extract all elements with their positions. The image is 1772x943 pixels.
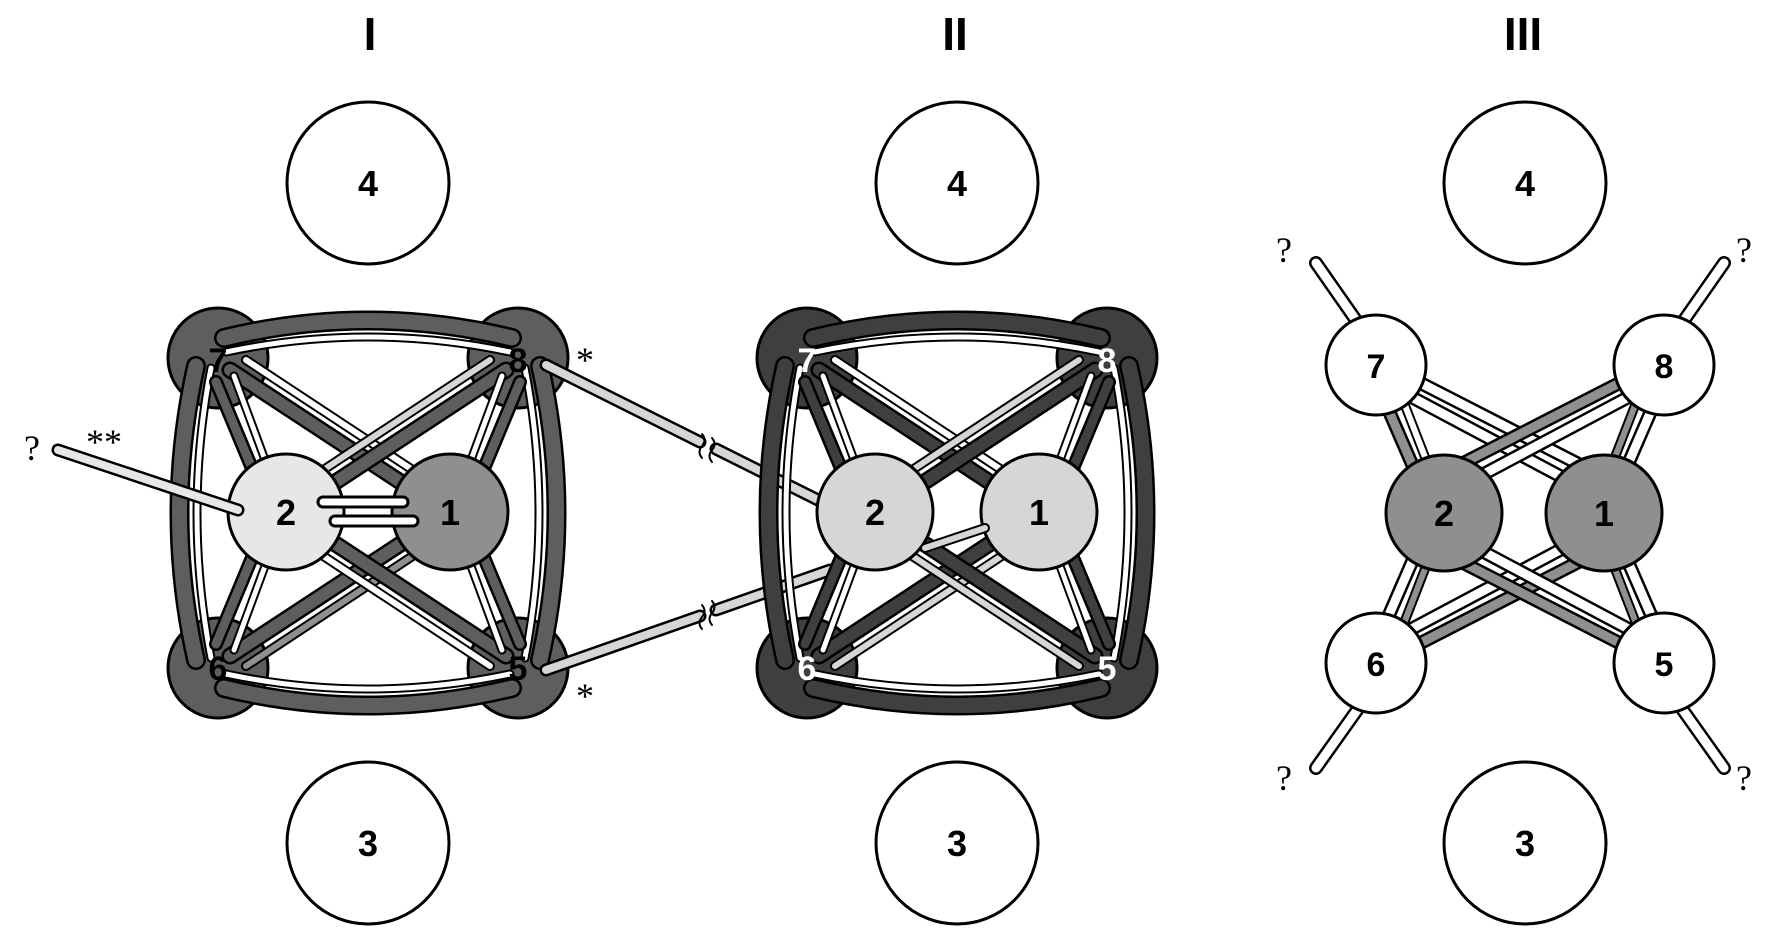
panel-title-2: II — [942, 8, 968, 60]
panel-2-circle-4: 4 — [874, 100, 1040, 266]
panel-title-3: III — [1504, 8, 1542, 60]
svg-text:3: 3 — [1515, 823, 1535, 864]
panel-2-label-5: 5 — [1098, 650, 1117, 688]
panel-2-label-1: 1 — [1029, 492, 1049, 533]
panel-3-label-1: 1 — [1594, 493, 1614, 534]
svg-text:4: 4 — [1515, 163, 1535, 204]
panel-3-node-7 — [1324, 313, 1428, 417]
svg-text:4: 4 — [947, 163, 967, 204]
panel-title-1: I — [364, 8, 377, 60]
panel-2-network: 7 8 6 5 2 1 — [755, 306, 1159, 720]
panel-1-circle-3: 3 — [285, 760, 451, 926]
panel-1-label-8: 8 — [509, 342, 528, 380]
panel-3-node-2 — [1384, 453, 1504, 573]
panel-3-node-6 — [1324, 611, 1428, 715]
panel-1-label-5: 5 — [509, 650, 528, 688]
panel-3-label-6: 6 — [1367, 646, 1386, 684]
panel-1-asterisk-bottom: * — [576, 676, 594, 716]
panel-3-question-br: ? — [1736, 758, 1752, 798]
panel-3-circle-4: 4 — [1442, 100, 1608, 266]
svg-text:3: 3 — [358, 823, 378, 864]
panel-1-circle-4: 4 — [285, 100, 451, 266]
panel-2-node-2 — [815, 452, 935, 572]
svg-text:4: 4 — [358, 163, 378, 204]
panel-2-circle-3: 3 — [874, 760, 1040, 926]
panel-3-node-8 — [1612, 313, 1716, 417]
panel-1-label-6: 6 — [209, 650, 228, 688]
panel-3-label-5: 5 — [1655, 646, 1674, 684]
panel-1-node-1 — [390, 452, 510, 572]
panel-1-double-asterisk: ** — [86, 422, 122, 462]
panel-3-question-bl: ? — [1276, 758, 1292, 798]
panel-3-question-tr: ? — [1736, 230, 1752, 270]
panel-1-stray-rod — [51, 443, 245, 517]
panel-3-label-7: 7 — [1367, 348, 1386, 386]
panel-3-label-8: 8 — [1655, 348, 1674, 386]
panel-1-label-2: 2 — [276, 492, 296, 533]
panel-1-network: 7 8 6 5 2 1 — [166, 306, 570, 720]
panel-3-node-1 — [1544, 453, 1664, 573]
panel-2-label-8: 8 — [1098, 342, 1117, 380]
panel-3-node-5 — [1612, 611, 1716, 715]
panel-1-question-mark: ? — [24, 428, 40, 468]
panel-1-label-7: 7 — [209, 342, 228, 380]
panel-2-label-7: 7 — [798, 342, 817, 380]
panel-3-circle-3: 3 — [1442, 760, 1608, 926]
panel-3-network: 7 8 6 5 2 1 — [1309, 256, 1731, 775]
svg-text:3: 3 — [947, 823, 967, 864]
panel-1-asterisk-top: * — [576, 340, 594, 380]
panel-1-label-1: 1 — [440, 492, 460, 533]
panel-3-label-2: 2 — [1434, 493, 1454, 534]
panel-3-question-tl: ? — [1276, 230, 1292, 270]
panel-2-label-6: 6 — [798, 650, 817, 688]
panel-2-node-1 — [979, 452, 1099, 572]
panel-2-label-2: 2 — [865, 492, 885, 533]
